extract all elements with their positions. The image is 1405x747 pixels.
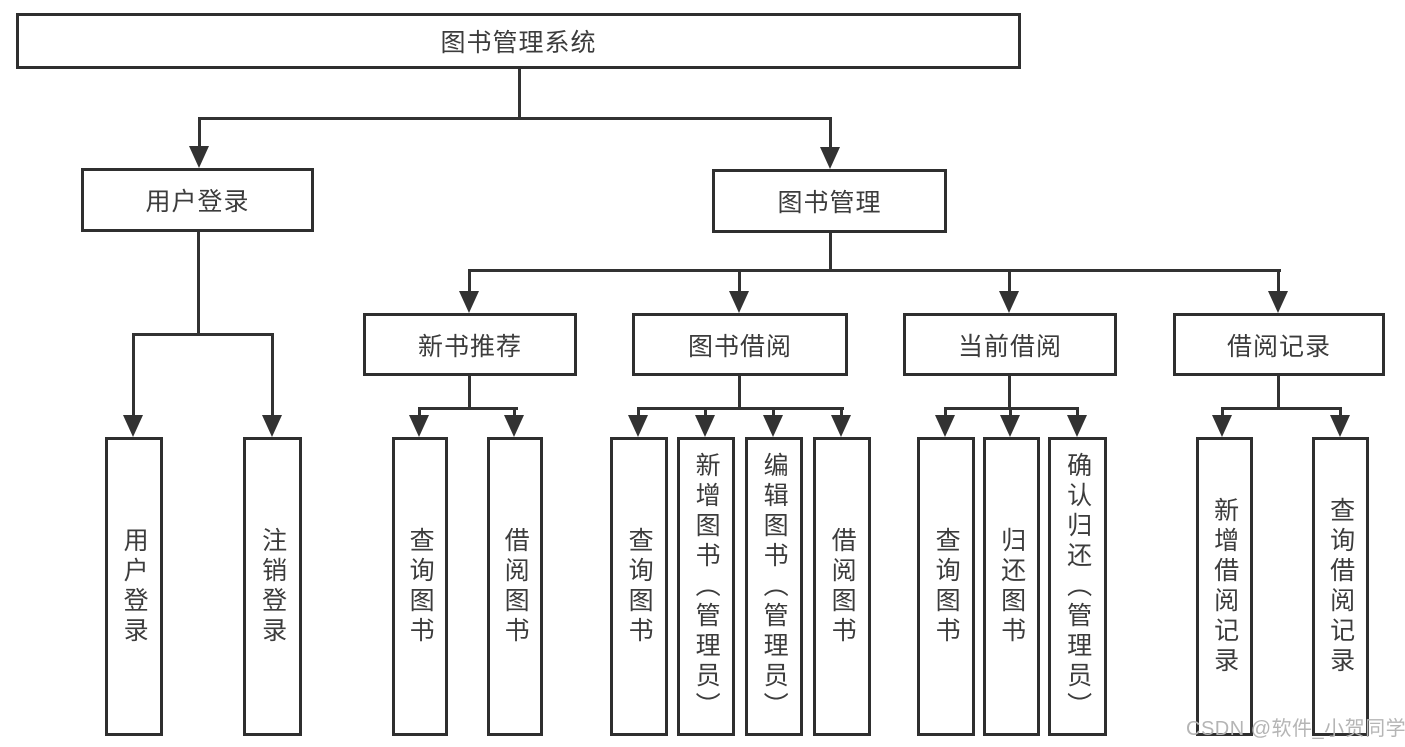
- connector-line: [198, 117, 831, 120]
- connector-line: [468, 269, 1281, 272]
- leaf-logout: 注销登录: [243, 437, 302, 736]
- leaf-query-borrow-record-label: 查询借阅记录: [1326, 496, 1355, 677]
- arrow-down-icon: [459, 291, 479, 313]
- arrow-down-icon: [504, 415, 524, 437]
- watermark: CSDN @软件_小贺同学: [1186, 718, 1405, 740]
- connector-line: [1008, 376, 1011, 409]
- leaf-query-books-recommend: 查询图书: [392, 437, 448, 736]
- connector-line: [704, 407, 707, 419]
- arrow-down-icon: [189, 146, 209, 168]
- node-root: 图书管理系统: [16, 13, 1021, 69]
- connector-line: [1277, 376, 1280, 409]
- node-new-book-recommendation: 新书推荐: [363, 313, 577, 376]
- connector-line: [271, 333, 274, 419]
- arrow-down-icon: [729, 291, 749, 313]
- node-root-label: 图书管理系统: [440, 29, 597, 57]
- arrow-down-icon: [999, 291, 1019, 313]
- leaf-query-borrow-record: 查询借阅记录: [1312, 437, 1369, 736]
- arrow-down-icon: [628, 415, 648, 437]
- arrow-down-icon: [1067, 415, 1087, 437]
- leaf-add-borrow-record: 新增借阅记录: [1196, 437, 1253, 736]
- node-book-management-label: 图书管理: [777, 189, 882, 217]
- connector-line: [1221, 407, 1342, 410]
- connector-line: [197, 232, 200, 336]
- connector-line: [1008, 269, 1011, 295]
- arrow-down-icon: [1212, 415, 1232, 437]
- leaf-edit-book-admin: 编辑图书（管理员）: [745, 437, 803, 736]
- leaf-query-books-borrowing: 查询图书: [610, 437, 668, 736]
- arrow-down-icon: [1000, 415, 1020, 437]
- leaf-borrow-books-borrowing-label: 借阅图书: [828, 526, 857, 647]
- leaf-query-books-recommend-label: 查询图书: [406, 526, 435, 647]
- connector-line: [132, 333, 135, 419]
- connector-line: [637, 407, 640, 419]
- node-book-borrowing-label: 图书借阅: [687, 332, 792, 361]
- leaf-confirm-return-admin: 确认归还（管理员）: [1048, 437, 1107, 736]
- leaf-user-login: 用户登录: [105, 437, 163, 736]
- leaf-query-books-borrowing-label: 查询图书: [625, 526, 654, 647]
- leaf-borrow-books-recommend-label: 借阅图书: [501, 526, 530, 647]
- arrow-down-icon: [831, 415, 851, 437]
- connector-line: [738, 376, 741, 409]
- connector-line: [1221, 407, 1224, 419]
- connector-line: [418, 407, 518, 410]
- connector-line: [468, 269, 471, 295]
- leaf-add-book-admin: 新增图书（管理员）: [677, 437, 735, 736]
- leaf-logout-label: 注销登录: [258, 526, 287, 647]
- leaf-add-book-admin-label: 新增图书（管理员）: [692, 451, 721, 722]
- node-user-login-label: 用户登录: [145, 188, 250, 216]
- connector-line: [132, 333, 274, 336]
- connector-line: [829, 117, 832, 150]
- connector-line: [198, 117, 201, 150]
- leaf-return-books: 归还图书: [983, 437, 1040, 736]
- node-user-login: 用户登录: [81, 168, 314, 232]
- connector-line: [468, 376, 471, 409]
- connector-line: [1277, 269, 1280, 295]
- arrow-down-icon: [123, 415, 143, 437]
- connector-line: [518, 69, 521, 119]
- connector-line: [513, 407, 516, 419]
- node-current-borrowing-label: 当前借阅: [957, 332, 1062, 361]
- leaf-query-books-current-label: 查询图书: [932, 526, 961, 647]
- leaf-edit-book-admin-label: 编辑图书（管理员）: [760, 451, 789, 722]
- arrow-down-icon: [1268, 291, 1288, 313]
- leaf-user-login-label: 用户登录: [120, 526, 149, 647]
- leaf-add-borrow-record-label: 新增借阅记录: [1210, 496, 1239, 677]
- connector-line: [772, 407, 775, 419]
- connector-line: [829, 233, 832, 271]
- leaf-borrow-books-borrowing: 借阅图书: [813, 437, 871, 736]
- connector-line: [637, 407, 844, 410]
- leaf-return-books-label: 归还图书: [997, 526, 1026, 647]
- arrow-down-icon: [262, 415, 282, 437]
- connector-line: [738, 269, 741, 295]
- leaf-query-books-current: 查询图书: [917, 437, 975, 736]
- connector-line: [840, 407, 843, 419]
- arrow-down-icon: [1330, 415, 1350, 437]
- node-book-management: 图书管理: [712, 169, 947, 233]
- leaf-confirm-return-admin-label: 确认归还（管理员）: [1063, 451, 1092, 722]
- node-new-book-recommendation-label: 新书推荐: [417, 332, 522, 361]
- leaf-borrow-books-recommend: 借阅图书: [487, 437, 543, 736]
- connector-line: [1339, 407, 1342, 419]
- arrow-down-icon: [695, 415, 715, 437]
- node-borrowing-records: 借阅记录: [1173, 313, 1385, 376]
- connector-line: [418, 407, 421, 419]
- node-book-borrowing: 图书借阅: [632, 313, 848, 376]
- arrow-down-icon: [409, 415, 429, 437]
- arrow-down-icon: [763, 415, 783, 437]
- connector-line: [1009, 407, 1012, 419]
- connector-line: [1076, 407, 1079, 419]
- connector-line: [944, 407, 947, 419]
- node-borrowing-records-label: 借阅记录: [1226, 332, 1331, 361]
- arrow-down-icon: [820, 147, 840, 169]
- arrow-down-icon: [935, 415, 955, 437]
- node-current-borrowing: 当前借阅: [903, 313, 1117, 376]
